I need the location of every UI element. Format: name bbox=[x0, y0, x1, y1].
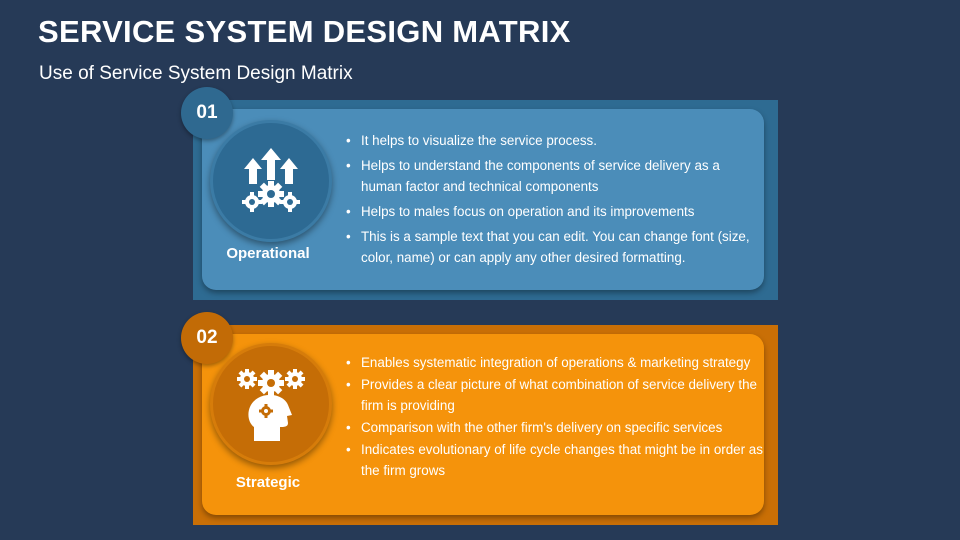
slide-title: SERVICE SYSTEM DESIGN MATRIX bbox=[38, 14, 571, 49]
section-number-badge: 01 bbox=[181, 87, 233, 139]
list-item: Comparison with the other firm's deliver… bbox=[344, 417, 764, 438]
list-item: Provides a clear picture of what combina… bbox=[344, 374, 764, 416]
list-item: It helps to visualize the service proces… bbox=[344, 130, 764, 151]
operational-icon-circle bbox=[210, 120, 332, 242]
list-item: Helps to males focus on operation and it… bbox=[344, 201, 764, 222]
section-number-badge: 02 bbox=[181, 312, 233, 364]
list-item: This is a sample text that you can edit.… bbox=[344, 226, 764, 268]
operational-bullet-list: It helps to visualize the service proces… bbox=[344, 130, 764, 272]
head-gears-icon bbox=[237, 369, 305, 441]
strategic-bullet-list: Enables systematic integration of operat… bbox=[344, 352, 764, 482]
list-item: Enables systematic integration of operat… bbox=[344, 352, 764, 373]
slide-subtitle: Use of Service System Design Matrix bbox=[39, 63, 353, 84]
strategic-label: Strategic bbox=[235, 474, 301, 491]
operational-label: Operational bbox=[226, 245, 310, 262]
list-item: Indicates evolutionary of life cycle cha… bbox=[344, 439, 764, 481]
arrows-gears-icon bbox=[242, 148, 300, 212]
list-item: Helps to understand the components of se… bbox=[344, 155, 764, 197]
strategic-icon-circle bbox=[210, 343, 332, 465]
